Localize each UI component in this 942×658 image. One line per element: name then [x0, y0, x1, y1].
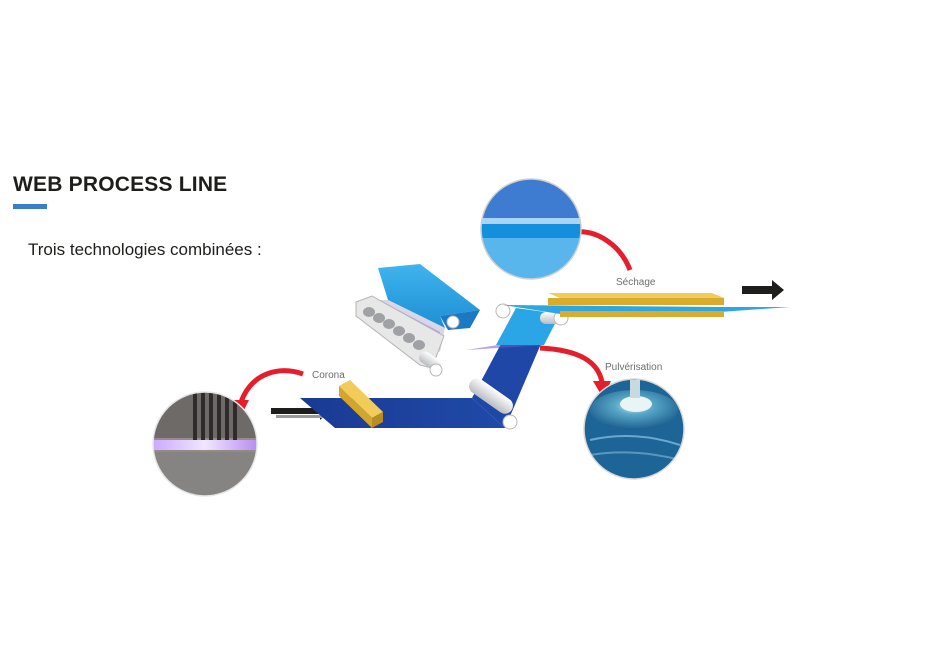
pulverisation-detail-photo [583, 378, 685, 480]
roller-lower [469, 378, 518, 430]
web-input-arrow-icon [271, 402, 330, 420]
corona-unit [339, 380, 383, 428]
label-sechage: Séchage [616, 277, 656, 288]
callout-arrow-pulverisation-icon [539, 345, 611, 398]
label-pulverisation: Pulvérisation [605, 362, 662, 373]
title-underline [13, 204, 47, 209]
sechage-detail-photo [480, 178, 582, 280]
page-subtitle: Trois technologies combinées : [28, 240, 262, 259]
label-corona: Corona [312, 370, 345, 381]
page-title: WEB PROCESS LINE [13, 173, 228, 196]
drying-unit [548, 293, 724, 317]
web-output-arrow-icon [742, 280, 784, 300]
spray-unit [355, 264, 480, 377]
web-substrate-lower [300, 398, 505, 428]
